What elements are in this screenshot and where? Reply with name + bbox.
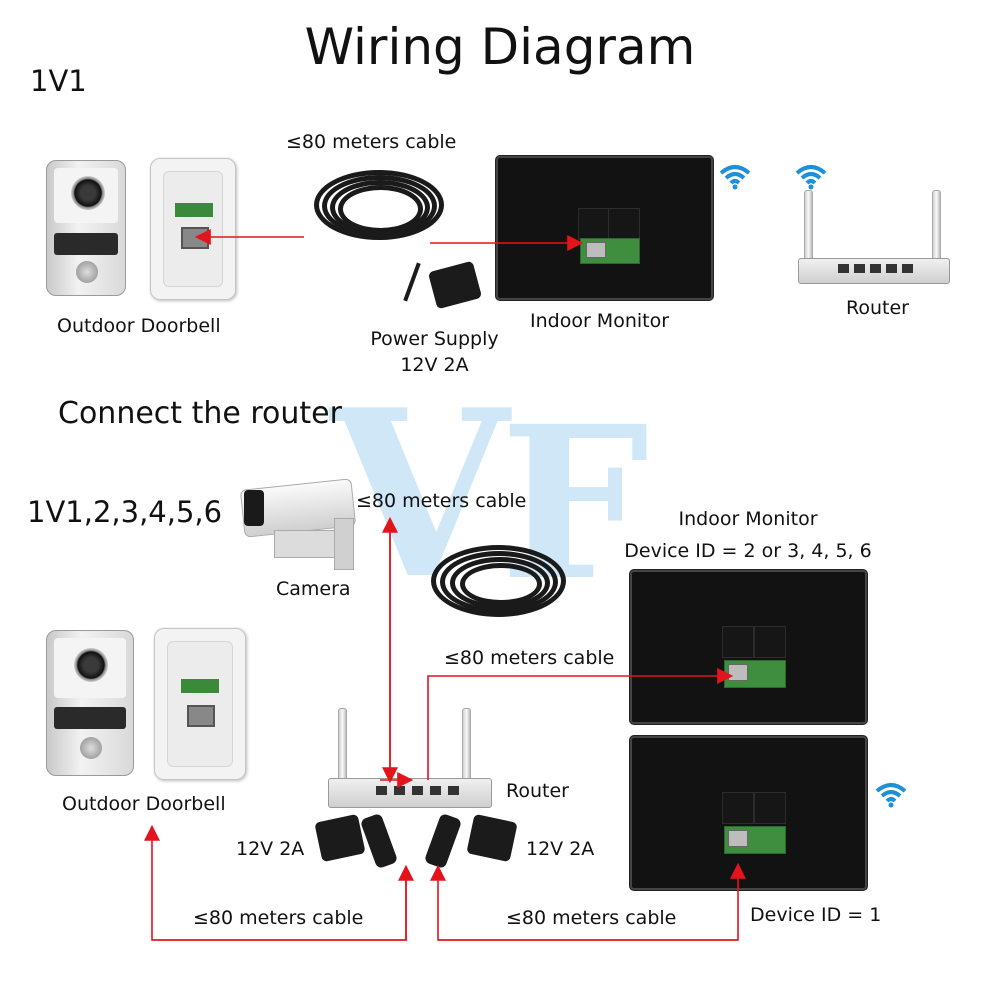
section2-label: 1V1,2,3,4,5,6 (27, 495, 223, 529)
router (798, 190, 950, 294)
section2-heading: Connect the router (58, 396, 342, 431)
outdoor-doorbell-back (150, 158, 236, 300)
psu-left-label: 12V 2A (236, 838, 305, 860)
outdoor-doorbell-back (154, 628, 246, 780)
cable-label-top: ≤80 meters cable (356, 490, 527, 512)
psu-label: Power Supply 12V 2A (362, 328, 507, 376)
monitor-label: Indoor Monitor (530, 310, 670, 332)
router-label-2: Router (506, 780, 569, 802)
camera (238, 478, 358, 578)
psu-right-label: 12V 2A (526, 838, 595, 860)
cable-label-bottom-left: ≤80 meters cable (193, 907, 364, 929)
doorbell-label-2: Outdoor Doorbell (62, 793, 226, 815)
router-label: Router (846, 297, 909, 319)
indoor-monitor (496, 156, 713, 300)
outdoor-doorbell-front (46, 160, 126, 296)
cable-label-monitor: ≤80 meters cable (444, 647, 615, 669)
indoor-monitor-primary (630, 736, 867, 890)
indoor-monitor-secondary (630, 570, 867, 724)
monitor-device-id: Device ID = 2 or 3, 4, 5, 6 (624, 540, 872, 562)
cable-coil (304, 165, 454, 255)
cable-label: ≤80 meters cable (286, 131, 457, 153)
outdoor-doorbell-front (46, 630, 134, 776)
camera-label: Camera (276, 578, 351, 600)
wifi-icon (719, 165, 751, 190)
wifi-icon (875, 783, 907, 808)
cable-label-bottom-right: ≤80 meters cable (506, 907, 677, 929)
monitor-title: Indoor Monitor (678, 508, 818, 530)
psu-label-line2: 12V 2A (400, 354, 469, 376)
section1-label: 1V1 (30, 64, 87, 98)
page-title: Wiring Diagram (304, 18, 696, 76)
wifi-icon (795, 165, 827, 190)
monitor2-device-id: Device ID = 1 (750, 904, 882, 926)
psu-label-line1: Power Supply (370, 328, 499, 350)
cable-coil (426, 540, 576, 630)
doorbell-label: Outdoor Doorbell (57, 315, 221, 337)
